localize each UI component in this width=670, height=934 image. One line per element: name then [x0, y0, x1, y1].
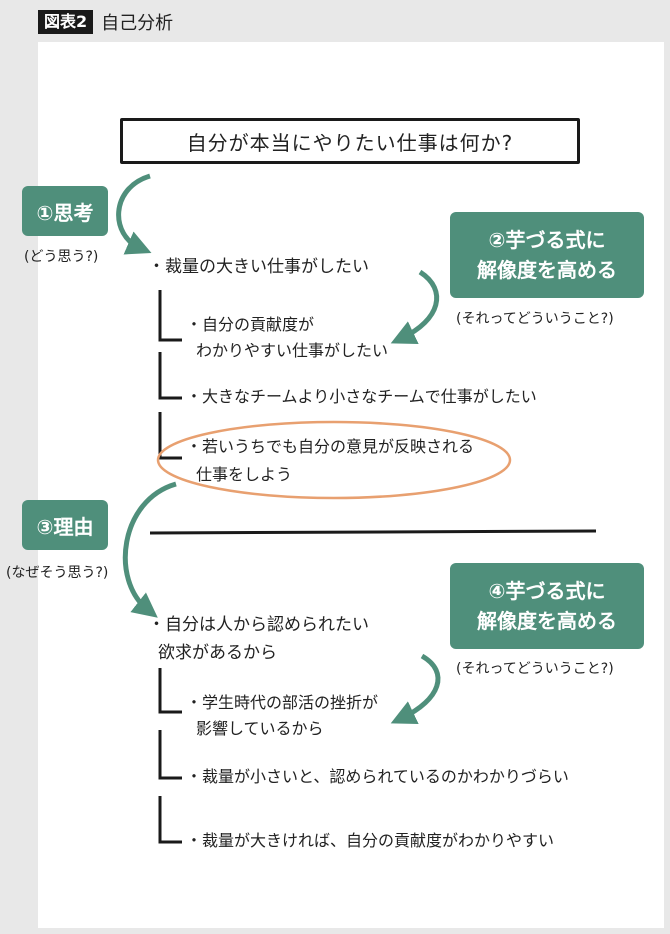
- step3-note: (なぜそう思う?): [6, 565, 109, 581]
- step4-box: ④芋づる式に 解像度を高める: [450, 563, 644, 649]
- thought-sub3-line2: 仕事をしよう: [196, 465, 293, 484]
- arrow-reason: [122, 481, 177, 618]
- step4-note: (それってどういうこと?): [456, 661, 614, 677]
- figure-number-badge: 図表2: [38, 10, 94, 34]
- tree-bracket: [158, 290, 182, 342]
- main-question-box: 自分が本当にやりたい仕事は何か?: [120, 118, 580, 164]
- reason-main-line1: ・自分は人から認められたい: [148, 615, 369, 635]
- step4-line2: 解像度を高める: [477, 609, 617, 633]
- reason-sub1-line2: 影響しているから: [196, 719, 324, 738]
- thought-sub1-line1: ・自分の貢献度が: [186, 315, 315, 334]
- step2-line1: ②芋づる式に: [488, 228, 606, 252]
- step1-note: (どう思う?): [24, 249, 99, 265]
- tree-bracket: [158, 412, 182, 460]
- tree-bracket: [158, 796, 182, 844]
- diagram-card: [38, 42, 664, 928]
- step2-line2: 解像度を高める: [477, 258, 617, 282]
- step4-line1: ④芋づる式に: [488, 579, 606, 603]
- thought-sub1-line2: わかりやすい仕事がしたい: [196, 341, 389, 360]
- step2-box: ②芋づる式に 解像度を高める: [450, 212, 644, 298]
- thought-sub2: ・大きなチームより小さなチームで仕事がしたい: [186, 387, 537, 406]
- section-divider: [149, 529, 597, 535]
- reason-sub1-line1: ・学生時代の部活の挫折が: [186, 693, 379, 712]
- figure-title: 自己分析: [101, 13, 174, 34]
- thought-main: ・裁量の大きい仕事がしたい: [148, 257, 369, 277]
- tree-bracket: [158, 730, 182, 780]
- thought-sub3-line1: ・若いうちでも自分の意見が反映される: [186, 437, 475, 456]
- step3-label: ③理由: [22, 500, 108, 550]
- step2-note: (それってどういうこと?): [456, 311, 614, 327]
- reason-main-line2: 欲求があるから: [158, 643, 277, 663]
- reason-sub2: ・裁量が小さいと、認められているのかわかりづらい: [186, 767, 569, 786]
- figure-header: 図表2 自己分析: [38, 8, 173, 36]
- arrow-detail-1: [390, 269, 440, 344]
- arrow-think: [116, 173, 152, 255]
- arrow-detail-2: [390, 653, 441, 724]
- highlight-ellipse: [156, 420, 512, 500]
- reason-sub3: ・裁量が大きければ、自分の貢献度がわかりやすい: [186, 831, 555, 850]
- tree-bracket: [158, 352, 182, 400]
- step1-label: ①思考: [22, 186, 108, 236]
- tree-bracket: [158, 668, 182, 714]
